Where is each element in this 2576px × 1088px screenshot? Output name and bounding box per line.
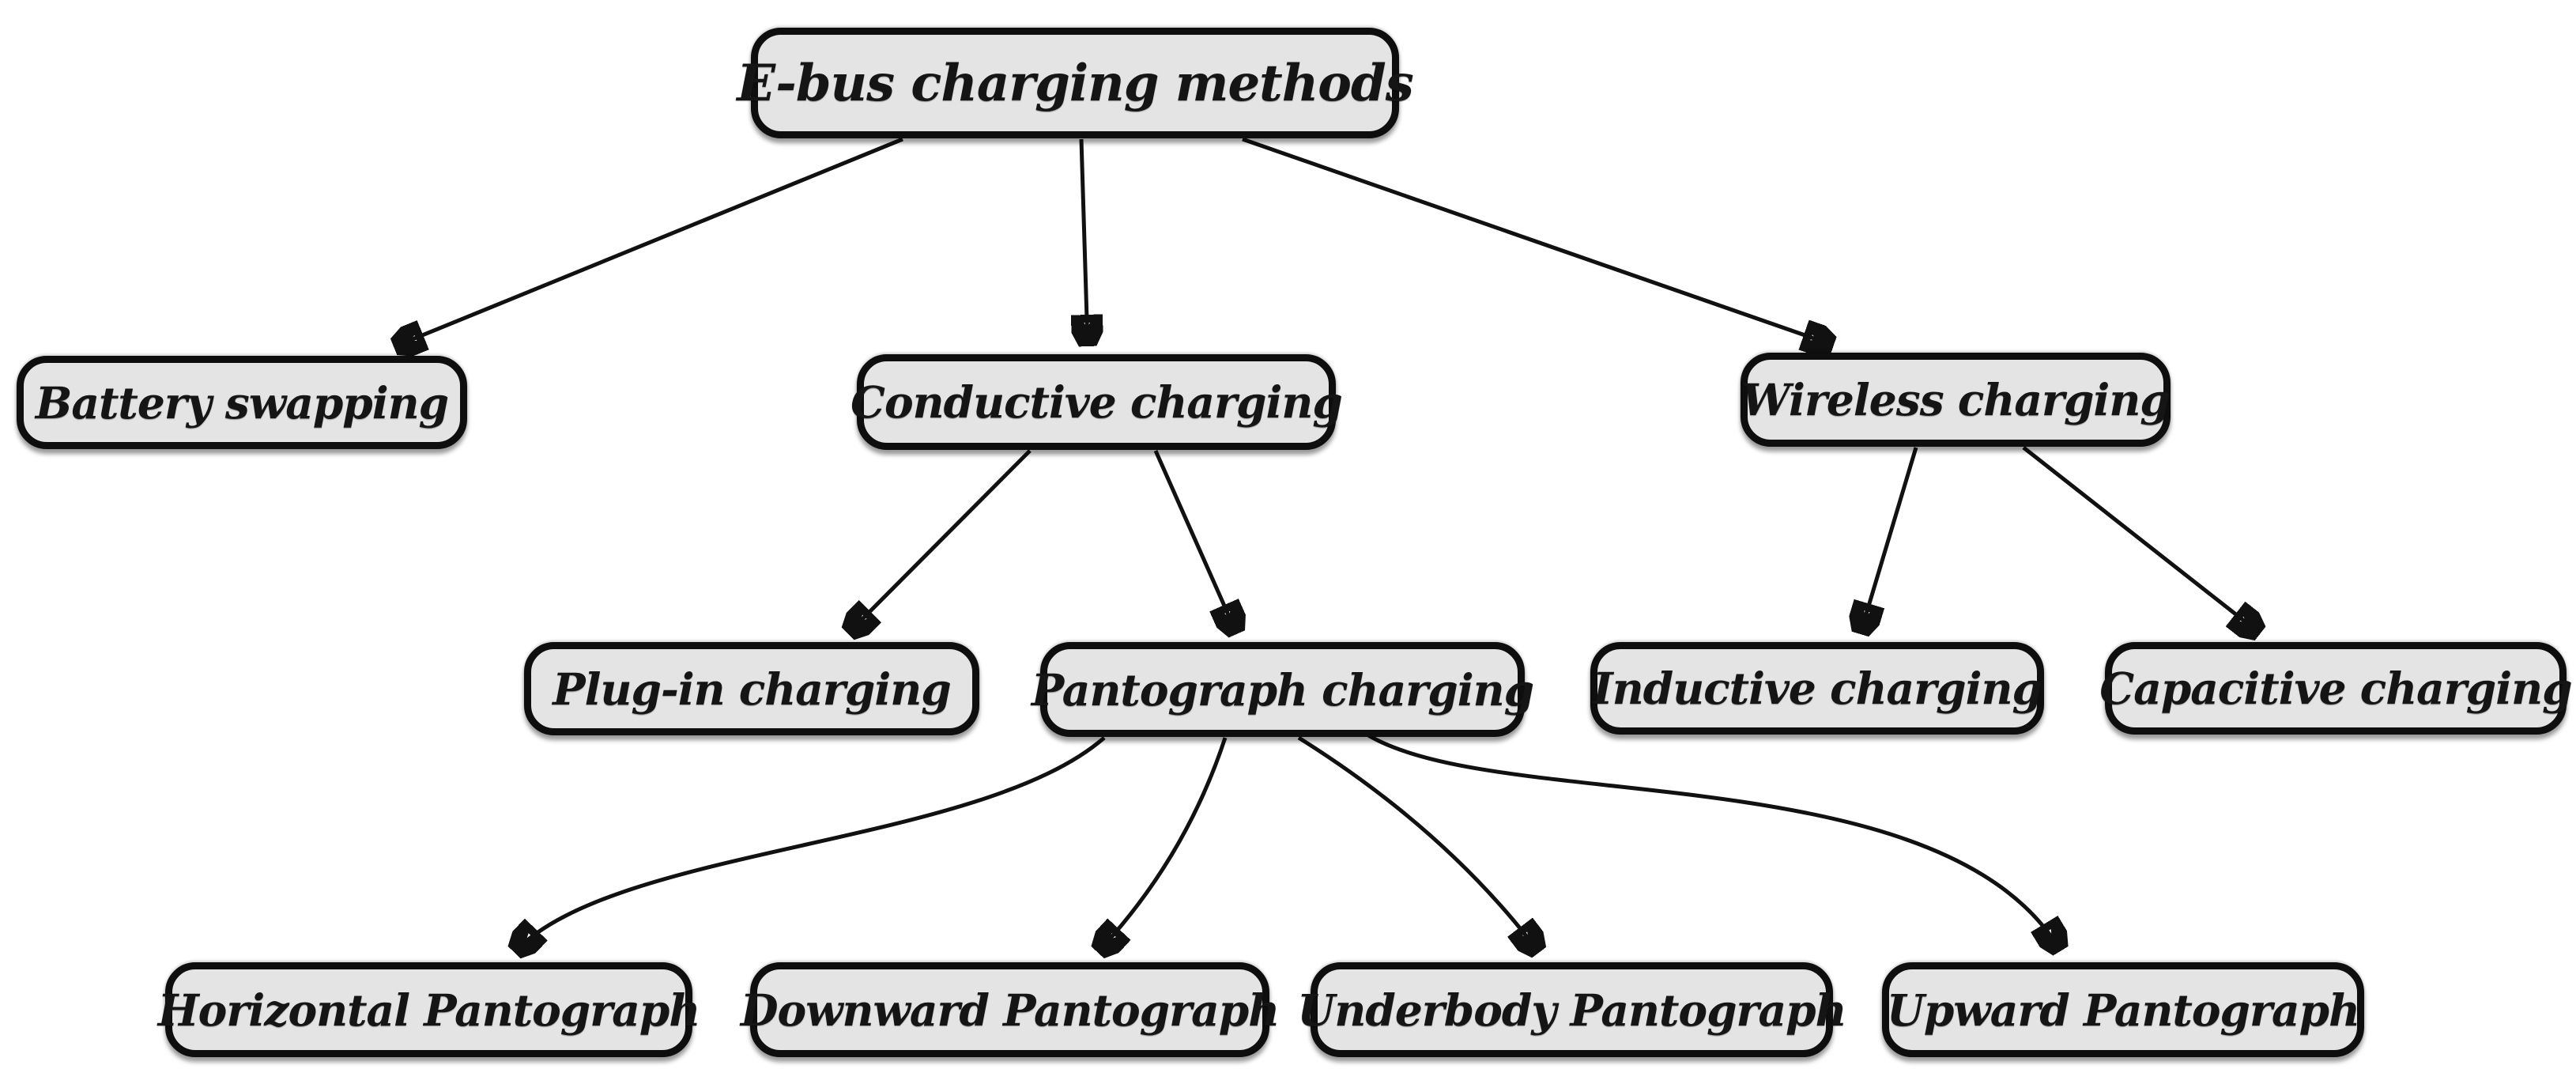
edge-pantograph-underbody bbox=[1297, 735, 1538, 951]
node-downward-pantograph: Downward Pantograph bbox=[741, 962, 1280, 1057]
node-conductive-charging: Conductive charging bbox=[850, 354, 1343, 450]
node-battery-swapping: Battery swapping bbox=[17, 356, 467, 449]
edge-pantograph-downward bbox=[1099, 737, 1228, 951]
node-plug-in-charging: Plug-in charging bbox=[524, 642, 979, 735]
node-capacitive-charging: Capacitive charging bbox=[2099, 642, 2573, 735]
edge-pantograph-horizontal bbox=[515, 736, 1106, 951]
edge-conductive-pantograph bbox=[1153, 449, 1236, 633]
node-underbody-pantograph: Underbody Pantograph bbox=[1297, 962, 1847, 1057]
edge-root-battery-swapping bbox=[395, 137, 903, 346]
edge-pantograph-upward bbox=[1364, 731, 2060, 950]
node-upward-pantograph: Upward Pantograph bbox=[1882, 962, 2364, 1057]
edge-wireless-capacitive bbox=[2022, 446, 2259, 633]
node-ebus-charging-methods: E-bus charging methods bbox=[737, 28, 1414, 138]
edge-conductive-plug-in bbox=[849, 449, 1032, 633]
node-pantograph-charging: Pantograph charging bbox=[1032, 642, 1534, 737]
node-horizontal-pantograph: Horizontal Pantograph bbox=[158, 962, 700, 1057]
node-inductive-charging: Inductive charging bbox=[1590, 642, 2044, 735]
edge-root-wireless-charging bbox=[1242, 137, 1832, 345]
edge-wireless-inductive bbox=[1861, 447, 1918, 633]
edge-root-conductive-charging bbox=[1081, 138, 1088, 345]
node-wireless-charging: Wireless charging bbox=[1741, 353, 2171, 447]
